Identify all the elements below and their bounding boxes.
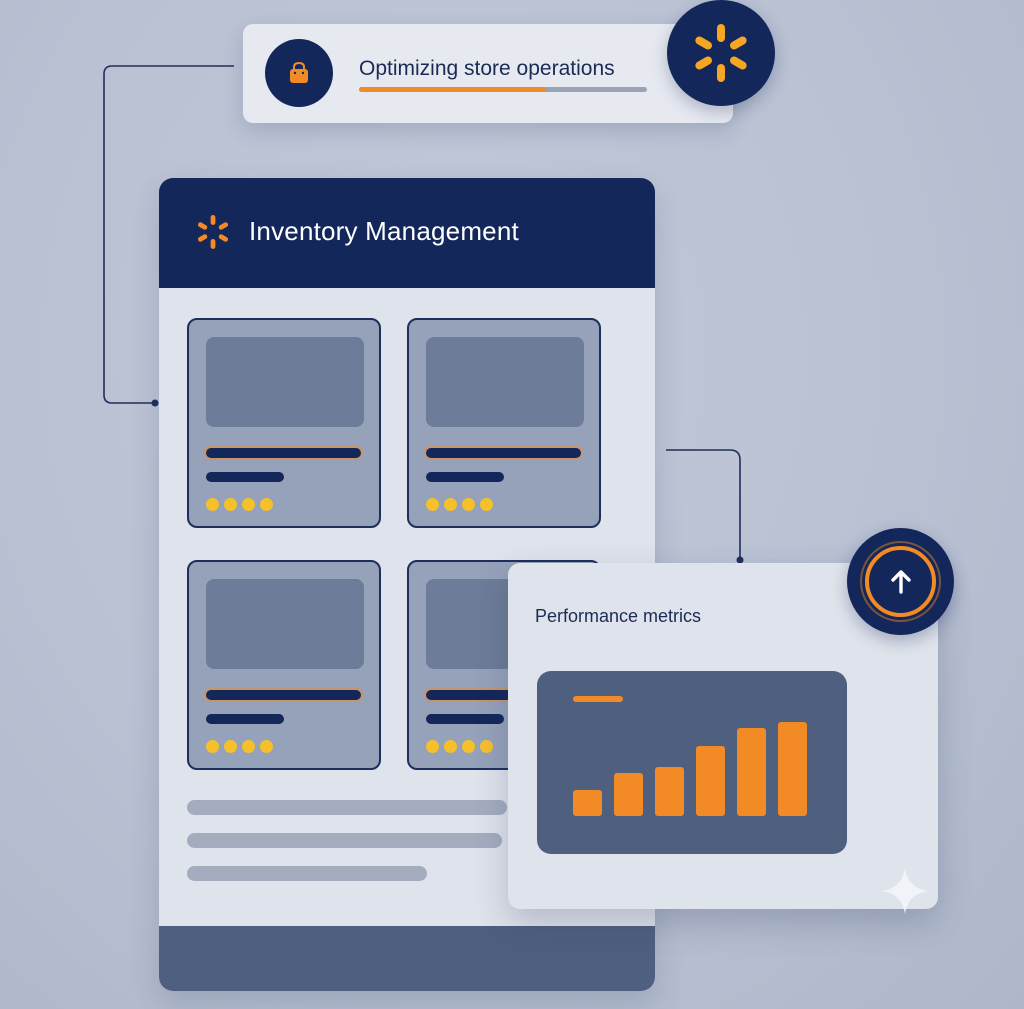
product-title-placeholder bbox=[206, 690, 361, 700]
product-subtitle-placeholder bbox=[206, 714, 284, 724]
star-icon bbox=[260, 498, 273, 511]
star-icon bbox=[242, 740, 255, 753]
star-icon bbox=[206, 740, 219, 753]
chart-title-placeholder bbox=[573, 696, 623, 702]
chart-bar bbox=[737, 728, 766, 816]
bar-chart bbox=[537, 671, 847, 854]
product-card[interactable] bbox=[187, 318, 381, 528]
product-subtitle-placeholder bbox=[426, 472, 504, 482]
product-card[interactable] bbox=[407, 318, 601, 528]
star-icon bbox=[242, 498, 255, 511]
status-card: Optimizing store operations bbox=[243, 24, 733, 123]
product-card[interactable] bbox=[187, 560, 381, 770]
star-icon bbox=[462, 498, 475, 511]
star-icon bbox=[206, 498, 219, 511]
spark-logo-icon bbox=[667, 0, 775, 106]
star-icon bbox=[224, 498, 237, 511]
chart-bar bbox=[655, 767, 684, 816]
product-image-placeholder bbox=[426, 337, 584, 427]
product-title-placeholder bbox=[426, 690, 581, 700]
progress-fill bbox=[359, 87, 547, 92]
panel-header: Inventory Management bbox=[159, 178, 655, 288]
star-icon bbox=[480, 740, 493, 753]
star-icon bbox=[444, 498, 457, 511]
star-rating bbox=[426, 740, 493, 753]
product-subtitle-placeholder bbox=[426, 714, 504, 724]
chart-bar bbox=[778, 722, 807, 816]
upload-button[interactable] bbox=[847, 528, 954, 635]
panel-footer bbox=[159, 926, 655, 991]
star-icon bbox=[260, 740, 273, 753]
arrow-up-icon bbox=[890, 569, 911, 594]
star-icon bbox=[444, 740, 457, 753]
star-icon bbox=[224, 740, 237, 753]
text-placeholder-line bbox=[187, 833, 502, 848]
star-rating bbox=[206, 498, 273, 511]
shopping-bag-icon bbox=[265, 39, 333, 107]
product-title-placeholder bbox=[426, 448, 581, 458]
chart-bar bbox=[614, 773, 643, 816]
progress-bar bbox=[359, 87, 647, 92]
star-icon bbox=[426, 740, 439, 753]
star-icon bbox=[480, 498, 493, 511]
product-image-placeholder bbox=[206, 337, 364, 427]
star-icon bbox=[462, 740, 475, 753]
upload-ring bbox=[865, 546, 936, 617]
text-placeholder-line bbox=[187, 866, 427, 881]
performance-title: Performance metrics bbox=[535, 606, 702, 626]
text-placeholder-line bbox=[187, 800, 507, 815]
sparkle-icon bbox=[882, 868, 928, 914]
chart-bar bbox=[573, 790, 602, 816]
status-text: Optimizing store operations bbox=[359, 57, 615, 80]
spark-logo-icon bbox=[197, 215, 229, 249]
product-image-placeholder bbox=[206, 579, 364, 669]
star-icon bbox=[426, 498, 439, 511]
product-subtitle-placeholder bbox=[206, 472, 284, 482]
page-title: Inventory Management bbox=[249, 216, 519, 246]
chart-bar bbox=[696, 746, 725, 816]
inventory-panel: Inventory Management bbox=[159, 178, 655, 991]
star-rating bbox=[206, 740, 273, 753]
star-rating bbox=[426, 498, 493, 511]
product-title-placeholder bbox=[206, 448, 361, 458]
